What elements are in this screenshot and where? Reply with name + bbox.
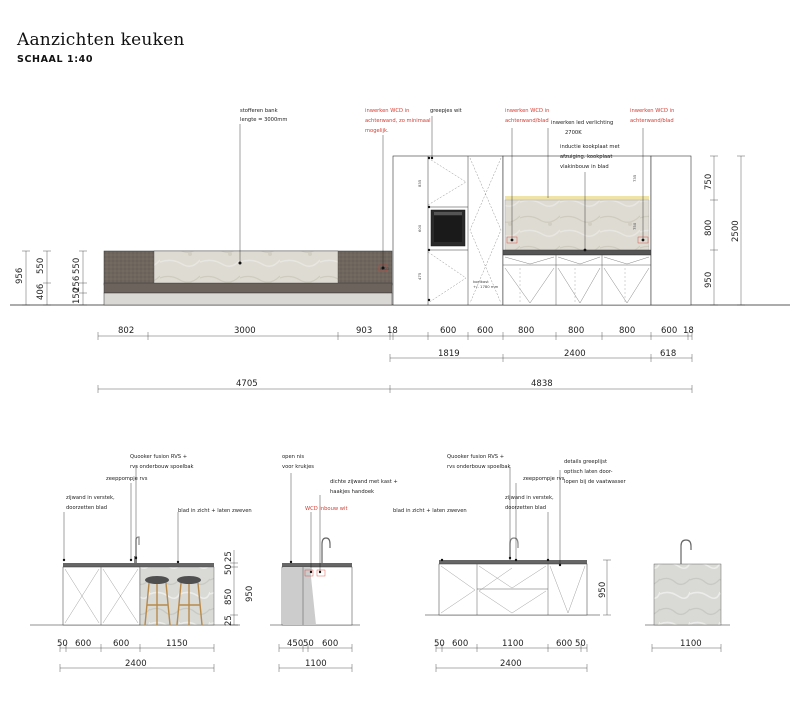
- annotation-wcd-socket: WCD inbouw wit: [305, 506, 348, 512]
- dim-150: 150: [72, 288, 82, 304]
- island1-dim-25: 25: [224, 551, 234, 562]
- dim-903: 903: [356, 326, 372, 336]
- side-dim-50: 50: [303, 639, 314, 649]
- island2-dim-1100: 1100: [502, 639, 524, 649]
- annotation-soap-1: zeeppompje rvs: [106, 476, 148, 482]
- island2-dim-600b: 600: [556, 639, 572, 649]
- annotation-niche: open nis voor krukjes: [282, 454, 314, 470]
- dim-800-a: 800: [518, 326, 534, 336]
- dim-800-c: 800: [619, 326, 635, 336]
- annotation-bench: stofferen bank lengte = 3000mm: [240, 108, 287, 123]
- island1-dim-50h: 50: [57, 639, 68, 649]
- dim-2500: 2500: [731, 220, 741, 242]
- annotation-handles: greepjes wit: [430, 108, 462, 114]
- end-view: 1100: [645, 539, 730, 652]
- dim-600-c: 600: [661, 326, 677, 336]
- endview-dim-1100: 1100: [680, 639, 702, 649]
- side-dim-600: 600: [322, 639, 338, 649]
- island2-dim-950: 950: [598, 582, 608, 598]
- kitchen-counter: 735 750: [502, 128, 652, 306]
- cabinet-mark-4: 735: [632, 174, 637, 182]
- annotation-top-1: blad in zicht + laten zweven: [178, 508, 252, 514]
- annotation-wcd-left: inwerken WCD in achterwand, zo minimaal …: [365, 108, 432, 134]
- dim-18-a: 18: [387, 326, 398, 336]
- upholstered-bench: WCD: [103, 124, 393, 306]
- dim-4705: 4705: [236, 379, 258, 389]
- dim-2400-top: 2400: [564, 349, 586, 359]
- dim-956: 956: [15, 268, 25, 284]
- side-dim-450: 450: [287, 639, 303, 649]
- right-height-dims: [710, 155, 745, 306]
- island1-dim-1150: 1150: [166, 639, 188, 649]
- tall-cabinets: koelkast +/- 1780 mm 835 600 475: [392, 155, 504, 306]
- annotation-closed-wall: dichte zijwand met kast + haakjes handoe…: [330, 479, 399, 495]
- dim-550-a: 550: [36, 258, 46, 274]
- island2-dim-50b: 50: [575, 639, 586, 649]
- cabinet-mark-5: 750: [632, 222, 637, 230]
- wcd-small-label: WCD: [380, 266, 389, 271]
- dim-406: 406: [36, 284, 46, 300]
- island1-dim-950: 950: [245, 586, 255, 602]
- page-title: Aanzichten keuken: [17, 30, 185, 50]
- island1-dim-25b: 25: [224, 615, 234, 626]
- island1-dim-600a: 600: [75, 639, 91, 649]
- annotation-sidewall-1: zijwand in verstek, doorzetten blad: [66, 495, 116, 511]
- dim-3000: 3000: [234, 326, 256, 336]
- dim-256: 256: [72, 276, 82, 292]
- island1-dim-50: 50: [224, 564, 234, 575]
- side-dim-1100: 1100: [305, 659, 327, 669]
- fridge-label: koelkast +/- 1780 mm: [473, 279, 499, 289]
- island1-dim-850: 850: [224, 589, 234, 605]
- island1-dim-600b: 600: [113, 639, 129, 649]
- dim-550-b: 550: [72, 258, 82, 274]
- dim-618: 618: [660, 349, 676, 359]
- island2-dim-2400: 2400: [500, 659, 522, 669]
- annotation-details: details greeplijst optisch laten door- l…: [564, 459, 626, 485]
- dim-600-b: 600: [477, 326, 493, 336]
- right-tall-panel: [650, 155, 692, 306]
- dim-750: 750: [704, 174, 714, 190]
- island-elevation-1: Quooker fusion RVS + rvs onderbouw spoel…: [30, 454, 255, 672]
- horizontal-dims-top: [97, 332, 693, 393]
- dim-800: 800: [704, 220, 714, 236]
- dim-1819: 1819: [438, 349, 460, 359]
- main-elevation: WCD koelkast +/- 1780 mm: [10, 108, 790, 393]
- island2-dim-600a: 600: [452, 639, 468, 649]
- dim-600-a: 600: [440, 326, 456, 336]
- scale-label: SCHAAL 1:40: [17, 54, 94, 65]
- cabinet-mark-1: 835: [417, 179, 422, 187]
- side-view: open nis voor krukjes dichte zijwand met…: [270, 454, 399, 672]
- dim-4838: 4838: [531, 379, 553, 389]
- annotation-cooktop: inductie kookplaat met afzuiging. kookpl…: [560, 144, 621, 170]
- dim-800-b: 800: [568, 326, 584, 336]
- annotation-quooker-2: Quooker fusion RVS + rvs onderbouw spoel…: [447, 454, 511, 470]
- dim-18-b: 18: [683, 326, 694, 336]
- dim-802: 802: [118, 326, 134, 336]
- annotation-wcd-mid: inwerken WCD in achterwand/blad: [505, 108, 551, 124]
- annotation-quooker-1: Quooker fusion RVS + rvs onderbouw spoel…: [130, 454, 194, 470]
- annotation-top-2: blad in zicht + laten zweven: [393, 508, 467, 514]
- island-elevation-2: Quooker fusion RVS + rvs onderbouw spoel…: [393, 454, 626, 672]
- cabinet-mark-3: 475: [417, 272, 422, 280]
- annotation-soap-2: zeeppompje rvs: [523, 476, 565, 482]
- island1-dim-2400: 2400: [125, 659, 147, 669]
- cabinet-mark-2: 600: [417, 224, 422, 232]
- annotation-led: inwerken led verlichting 2700K: [551, 120, 615, 136]
- island2-dim-50a: 50: [434, 639, 445, 649]
- dim-950: 950: [704, 272, 714, 288]
- annotation-wcd-right: inwerken WCD in achterwand/blad: [630, 108, 676, 124]
- annotation-sidewall-2: zijwand in verstek, doorzetten blad: [505, 495, 555, 511]
- left-height-dims: [22, 250, 87, 306]
